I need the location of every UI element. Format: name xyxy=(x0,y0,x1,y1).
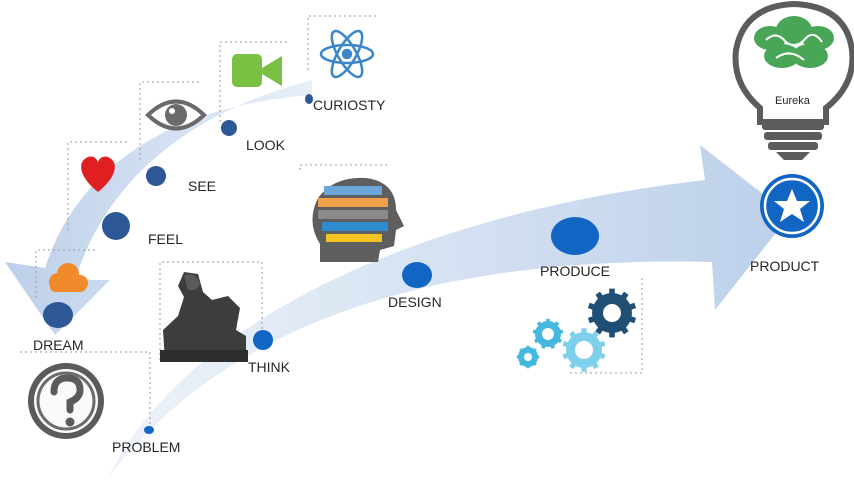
gear-shape xyxy=(532,318,564,349)
stage-dot-feel xyxy=(102,212,130,240)
stage-dot-problem xyxy=(144,426,154,434)
gear-shape xyxy=(562,328,606,372)
lightbulb-brain-icon xyxy=(732,0,854,160)
bulb-label: Eureka xyxy=(775,95,811,107)
stage-dot-see xyxy=(146,166,166,186)
eye-icon xyxy=(145,99,207,131)
stage-dot-design xyxy=(402,262,432,288)
atom-icon xyxy=(319,29,375,79)
cloud-icon xyxy=(49,263,88,292)
stage-label-see: SEE xyxy=(188,178,216,194)
puzzle-head-icon xyxy=(312,177,404,262)
stage-label-design: DESIGN xyxy=(388,294,442,310)
stage-dot-look xyxy=(221,120,237,136)
stage-dot-curiosty xyxy=(305,94,313,104)
stage-label-curiosty: CURIOSTY xyxy=(313,97,386,113)
gear-shape xyxy=(587,288,637,338)
stage-dot-dream xyxy=(43,302,73,328)
star-icon xyxy=(760,174,824,238)
stage-label-problem: PROBLEM xyxy=(112,439,180,455)
gears-icon xyxy=(516,288,637,372)
callout-outlines xyxy=(20,15,643,428)
stage-label-look: LOOK xyxy=(246,137,286,153)
stage-label-produce: PRODUCE xyxy=(540,263,610,279)
stage-label-product: PRODUCT xyxy=(750,258,820,274)
stage-dot-think xyxy=(253,330,273,350)
gear-shape xyxy=(516,345,540,369)
stage-dot-produce xyxy=(551,217,599,255)
thinker-statue-icon xyxy=(160,272,248,362)
right-curved-arrow xyxy=(108,145,790,478)
heart-icon xyxy=(81,156,115,192)
stage-label-feel: FEEL xyxy=(148,231,183,247)
stage-label-think: THINK xyxy=(248,359,291,375)
stage-label-dream: DREAM xyxy=(33,337,84,353)
question-mark-icon xyxy=(28,363,104,439)
video-camera-icon xyxy=(232,54,282,87)
